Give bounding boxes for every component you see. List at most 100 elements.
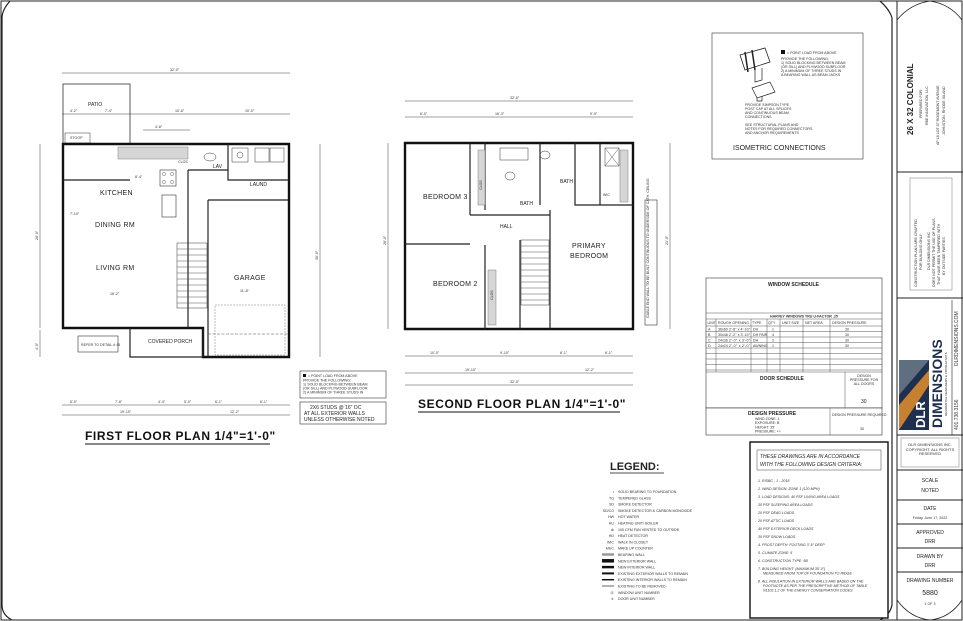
design-pressure-value: 30 <box>860 427 864 431</box>
shower-icon <box>604 147 620 167</box>
gable-wall-note: GABLE END WALL TO BE BUILT CONTINUOUS TO… <box>646 178 650 318</box>
legend-item: EXISTING TO BE REMOVED <box>602 585 666 589</box>
room-label-bedroom-2: BEDROOM 2 <box>433 281 478 288</box>
schedule-cell: DH <box>753 339 759 343</box>
legend-title: LEGEND: <box>610 461 660 473</box>
door-schedule-title: DOOR SCHEDULE <box>760 376 805 382</box>
room-label-dining: DINING RM <box>95 222 135 229</box>
sheet-border-left-curve <box>1 0 13 621</box>
closet-shelf <box>477 149 486 206</box>
point-load-icon <box>781 50 785 54</box>
criteria-item: 30 PSF SNOW LOADS <box>758 535 796 539</box>
dimension-label: 4'-4" <box>158 400 166 404</box>
design-pressure-title: DESIGN PRESSURE <box>748 411 797 417</box>
room-label-kitchen: KITCHEN <box>100 190 133 197</box>
room-label-laund: LAUND <box>250 182 267 188</box>
scale-label: SCALE <box>922 478 939 484</box>
criteria-item: 6. CONSTRUCTION TYPE: 5B <box>758 559 808 563</box>
point-load-icon <box>303 374 306 377</box>
beam-connection-icon <box>739 47 776 102</box>
schedule-cell: 2'-8" x 4'-10" <box>729 328 751 332</box>
dimension-label: 12'-2" <box>585 368 595 372</box>
toilet-icon <box>203 152 217 162</box>
date-value: Friday, June 17, 2022 <box>913 516 948 520</box>
note-line: HEIGHT: 35' <box>755 425 775 429</box>
note-line: PROVIDE SIMPSON TYPE <box>745 103 790 107</box>
refer-detail-box <box>77 335 119 353</box>
legend-label: HOT WATER <box>618 515 639 519</box>
legend-item: NEW EXTERIOR WALL <box>602 559 656 563</box>
dimension-label: 7'-10" <box>70 212 80 216</box>
stairs <box>520 239 550 306</box>
legend-symbol-icon: MUC <box>606 547 615 551</box>
criteria-item: 40 PSF EXTERIOR DECK LOADS <box>758 527 814 531</box>
room-label-clos: CLOS <box>479 180 483 190</box>
room-label-clos: CLOS <box>178 160 188 164</box>
isometric-connections: = POINT LOAD FROM ABOVE PROVIDE THE FOLL… <box>711 32 864 160</box>
stud-note: 2X6 STUDS @ 16" OC AT ALL EXTERIOR WALLS… <box>299 401 387 425</box>
legend-symbol-icon: SD/CO <box>603 509 615 513</box>
criteria-item: 7. BUILDING HEIGHT: (MAXIMUM 35'-0") <box>758 567 825 571</box>
logo-name: DIMENSIONS <box>929 339 945 428</box>
note-line: (OR SILL) AND PLYWOOD SUBFLOOR <box>781 65 846 69</box>
schedule-cell: 24x24 <box>718 344 728 348</box>
schedule-header: ROUGH OPENING <box>718 321 749 325</box>
logo-mark: DLR <box>913 401 928 428</box>
legend-symbol-icon: HD <box>609 534 615 538</box>
criteria-header: WITH THE FOLLOWING DESIGN CRITERIA: <box>760 462 863 468</box>
criteria-item: 5. CLIMATE ZONE: 5 <box>758 551 792 555</box>
note-line: NOTES FOR REQUIRED CONNECTORS <box>745 127 813 131</box>
schedule-cell: 2'-0" x 2'-0" <box>729 344 751 348</box>
schedule-cell: B <box>708 333 711 337</box>
sink-icon <box>231 147 249 163</box>
legend-label: NEW EXTERIOR WALL <box>618 559 656 563</box>
note-line: SEE STRUCTURAL PLANS AND <box>745 123 799 127</box>
dimension-label-porch: 4'-0" <box>35 342 39 350</box>
note-line: AND ANCHOR REQUIREMENTS <box>745 131 800 135</box>
schedule-cell: 30 <box>845 339 849 343</box>
legend-symbol-icon: SD <box>609 503 614 507</box>
disclaimer-line: DOES NOT PERMIT THE USE OF PLANS <box>932 218 936 287</box>
legend-label: BEARING WALL <box>618 553 645 557</box>
legend-label: HEATING UNIT/ BOILER <box>618 522 659 526</box>
legend-label: HEAT DETECTOR <box>618 534 648 538</box>
schedule-cell: D <box>708 344 711 348</box>
exterior-wall <box>403 141 635 331</box>
room-label-bath: BATH <box>520 201 533 207</box>
dimension-label: 26'-0" <box>35 230 39 240</box>
legend-item: ⊗100 CFM FAN VENTED TO OUTSIDE <box>611 528 680 532</box>
dimension-label: 6'-1" <box>605 351 613 355</box>
legend-label: TEMPERED GLASS <box>618 496 652 500</box>
window-manufacturer: HARVEY WINDOWS TRU U-FACTOR .25 <box>770 315 838 319</box>
copyright-wrap: DLR DIMENSIONS INC. COPYRIGHT. ALL RIGHT… <box>906 443 955 456</box>
second-floor-plan: 32'-0" 6'-0" 16'-3" 9'-9" 10'-0" 9'-10" … <box>383 96 671 413</box>
approved-value: DRR <box>925 539 936 545</box>
drawn-by-label: DRAWN BY <box>917 554 944 560</box>
legend-symbol-icon: HW <box>608 515 615 519</box>
drawing-number: 5880 <box>922 590 938 597</box>
toilet-icon <box>539 150 551 160</box>
room-label-living: LIVING RM <box>96 265 134 272</box>
disclaimer-line: THAT HAVE BEEN TAMPERED WITH <box>937 223 941 285</box>
criteria-item: 3. LOAD DESIGNS: 40 PSF LIVING AREA LOAD… <box>758 495 840 499</box>
interior-wall <box>227 144 289 181</box>
disclaimer-line: DLR DIMENSIONS INC <box>927 231 931 270</box>
criteria-item: 20 PSF DEAD LOADS <box>757 511 795 515</box>
criteria-item: N1102.1.2 OF THE ENERGY CONSERVATION COD… <box>763 589 853 593</box>
note-line: POST CAP AT ALL SPLICES <box>745 107 792 111</box>
first-floor-plan-title: FIRST FLOOR PLAN 1/4"=1'-0" <box>85 429 276 443</box>
company-website[interactable]: DLRDIMENSIONS.COM <box>954 311 960 366</box>
legend-label: WALK IN CLOSET <box>618 540 649 544</box>
note-line: CONNECTIONS <box>745 115 772 119</box>
dimension-label: 8'-4" <box>135 175 143 179</box>
schedule-cell: 24x36 <box>718 339 728 343</box>
dimension-label: 9'-9" <box>590 112 598 116</box>
schedule-cell: DH <box>753 328 759 332</box>
door-pressure-note: DESIGN PRESSURE FOR ALL DOORS <box>849 374 879 387</box>
dimension-label: 16'-3" <box>495 112 505 116</box>
criteria-item: FOOTNOTE AS PER THE PRESCRIPTIVE METHOD … <box>763 584 868 588</box>
first-floor-plan: 32'-0" 4'-2" 7'-4" 10'-6" 10'-0" 4'-8" 2… <box>35 68 321 445</box>
